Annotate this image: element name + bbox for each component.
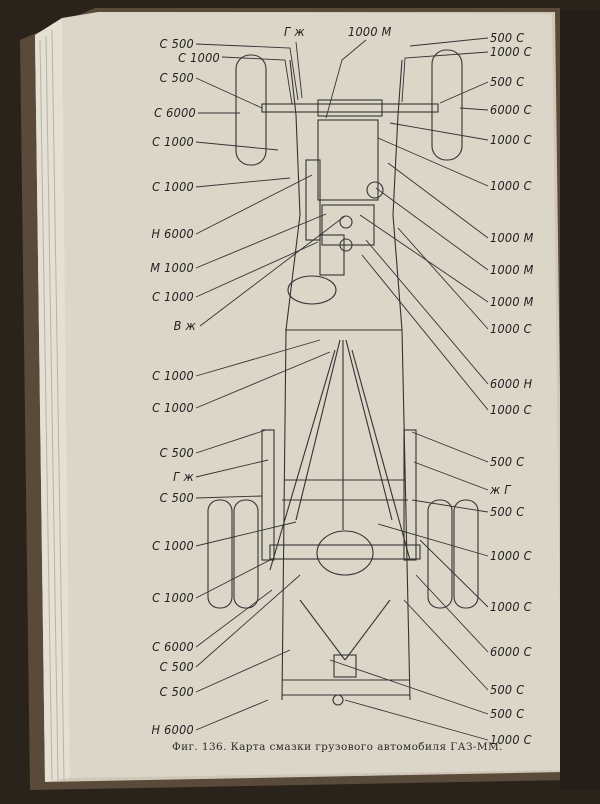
frame-rail-right: [392, 59, 411, 701]
label-right-15: 500 С: [490, 504, 525, 519]
label-right-8: 1000 М: [490, 262, 534, 277]
label-right-21: 1000 С: [490, 732, 532, 747]
frame-rail-left: [281, 59, 301, 701]
label-left-1: С 500: [159, 36, 194, 51]
rear-left-wheel-outer: [207, 499, 233, 609]
label-left-9: С 1000: [152, 289, 194, 304]
label-left-14: Г ж: [173, 469, 194, 484]
label-left-3: С 500: [159, 70, 194, 85]
differential: [316, 530, 374, 576]
label-right-2: 1000 С: [490, 44, 532, 59]
label-right-12: 1000 С: [490, 402, 532, 417]
label-left-18: С 6000: [152, 639, 194, 654]
label-left-15: С 500: [159, 490, 194, 505]
rear-right-wheel-inner: [427, 499, 453, 609]
front-left-wheel: [235, 54, 267, 166]
rear-left-wheel-inner: [233, 499, 259, 609]
figure-caption: Фиг. 136. Карта смазки грузового автомоб…: [172, 741, 503, 753]
label-right-14: ж Г: [490, 482, 511, 497]
label-left-16: С 1000: [152, 538, 194, 553]
label-top-2: 1000 М: [348, 24, 392, 39]
label-left-10: В ж: [173, 318, 196, 333]
label-right-19: 500 С: [490, 682, 525, 697]
page: [62, 12, 562, 778]
label-left-20: С 500: [159, 684, 194, 699]
label-left-21: Н 6000: [151, 722, 194, 737]
label-top-1: Г ж: [284, 24, 305, 39]
label-right-10: 1000 С: [490, 321, 532, 336]
label-right-9: 1000 М: [490, 294, 534, 309]
label-right-20: 500 С: [490, 706, 525, 721]
label-left-6: С 1000: [152, 179, 194, 194]
label-left-2: С 1000: [178, 50, 220, 65]
label-right-1: 500 С: [490, 30, 525, 45]
label-left-17: С 1000: [152, 590, 194, 605]
rear-axle: [269, 544, 421, 560]
label-right-7: 1000 М: [490, 230, 534, 245]
label-left-11: С 1000: [152, 368, 194, 383]
label-left-8: М 1000: [150, 260, 194, 275]
label-left-19: С 500: [159, 659, 194, 674]
steering-wheel: [287, 275, 337, 305]
label-right-17: 1000 С: [490, 599, 532, 614]
label-left-12: С 1000: [152, 400, 194, 415]
label-right-6: 1000 С: [490, 178, 532, 193]
label-right-13: 500 С: [490, 454, 525, 469]
label-right-18: 6000 С: [490, 644, 532, 659]
label-right-5: 1000 С: [490, 132, 532, 147]
front-right-wheel: [431, 49, 463, 161]
leader-lines: [195, 37, 489, 741]
label-right-16: 1000 С: [490, 548, 532, 563]
label-left-5: С 1000: [152, 134, 194, 149]
label-right-4: 6000 С: [490, 102, 532, 117]
rear-right-wheel-outer: [453, 499, 479, 609]
label-right-3: 500 С: [490, 74, 525, 89]
label-left-4: С 6000: [154, 105, 196, 120]
label-right-11: 6000 Н: [490, 376, 533, 391]
label-left-13: С 500: [159, 445, 194, 460]
label-left-7: Н 6000: [151, 226, 194, 241]
